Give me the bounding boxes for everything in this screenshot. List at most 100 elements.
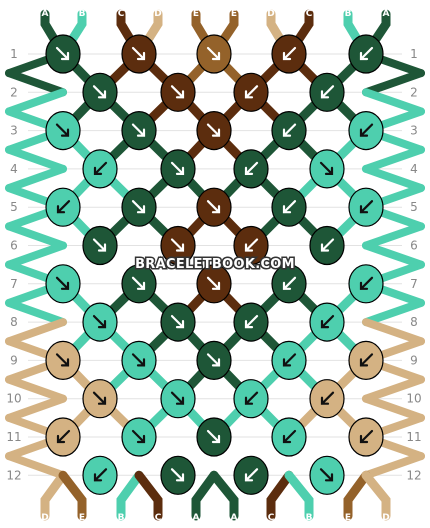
row-number-right: 8	[410, 315, 418, 329]
arrow-down-left-icon	[359, 276, 374, 290]
knot	[160, 455, 196, 495]
arrow-down-right-icon	[206, 276, 221, 290]
row-number-left: 9	[10, 353, 18, 367]
knot	[348, 34, 384, 74]
knot	[196, 417, 232, 457]
knot	[160, 149, 196, 189]
arrow-down-right-icon	[55, 276, 70, 290]
knot	[82, 72, 118, 112]
arrow-down-left-icon	[244, 391, 259, 405]
knot	[82, 455, 118, 495]
knot	[121, 34, 157, 74]
arrow-down-right-icon	[206, 353, 221, 367]
arrow-down-right-icon	[131, 353, 146, 367]
knot	[271, 340, 307, 380]
row-number-left: 2	[10, 85, 18, 99]
row-number-left: 8	[10, 315, 18, 329]
top-string-label: D	[154, 9, 161, 19]
bottom-thread	[116, 470, 144, 521]
arrow-down-left-icon	[93, 161, 108, 175]
row-number-left: 7	[10, 277, 18, 291]
top-string-label: C	[118, 9, 125, 19]
arrow-down-left-icon	[244, 238, 259, 252]
row-number-right: 9	[410, 353, 418, 367]
knot	[160, 72, 196, 112]
knot	[271, 111, 307, 151]
arrow-down-right-icon	[131, 276, 146, 290]
top-string-label: D	[267, 9, 274, 19]
arrow-down-right-icon	[319, 468, 334, 482]
bottom-thread	[209, 470, 239, 521]
row-number-left: 11	[6, 430, 21, 444]
row-number-right: 11	[406, 430, 421, 444]
arrow-down-left-icon	[320, 85, 335, 99]
arrow-down-left-icon	[282, 46, 297, 61]
arrow-down-right-icon	[170, 85, 185, 99]
edge-thread	[5, 69, 67, 97]
edge-thread	[362, 164, 425, 193]
top-string-label: B	[345, 9, 352, 19]
knot	[309, 302, 345, 342]
bottom-string-label: C	[155, 513, 162, 523]
bottom-thread	[361, 470, 391, 521]
row-number-right: 3	[410, 124, 418, 138]
knot	[121, 417, 157, 457]
edge-thread	[5, 164, 67, 193]
bottom-string-label: B	[118, 513, 125, 523]
row-number-right: 6	[410, 239, 418, 253]
edge-thread	[5, 241, 67, 269]
knot	[160, 302, 196, 342]
top-string-label: C	[306, 9, 313, 19]
arrow-down-left-icon	[56, 429, 71, 444]
knot	[160, 379, 196, 419]
arrow-down-right-icon	[92, 238, 107, 252]
arrow-down-left-icon	[320, 315, 335, 329]
row-number-left: 3	[10, 124, 18, 138]
arrow-down-right-icon	[55, 353, 70, 367]
knot	[82, 149, 118, 189]
row-number-right: 7	[410, 277, 418, 291]
arrow-down-right-icon	[206, 200, 221, 214]
arrow-down-right-icon	[206, 429, 221, 444]
knot	[196, 34, 232, 74]
row-number-left: 1	[10, 47, 18, 61]
bottom-string-label: D	[382, 513, 389, 523]
row-number-right: 2	[410, 85, 418, 99]
row-number-left: 10	[6, 392, 21, 406]
top-string-label: E	[231, 9, 237, 19]
arrow-down-right-icon	[206, 46, 221, 61]
knot	[233, 302, 269, 342]
knot	[82, 379, 118, 419]
bottom-string-label: E	[79, 513, 85, 523]
arrow-down-right-icon	[170, 161, 185, 175]
knot	[196, 340, 232, 380]
knot	[348, 111, 384, 151]
edge-thread	[362, 394, 425, 422]
knot	[121, 111, 157, 151]
knot	[233, 225, 269, 266]
arrow-down-left-icon	[282, 276, 297, 290]
knot	[45, 340, 81, 380]
bottom-string-label: A	[231, 513, 238, 523]
knot	[196, 187, 232, 227]
bottom-string-label: A	[193, 513, 200, 523]
arrow-down-left-icon	[359, 353, 374, 367]
edge-thread	[362, 375, 425, 403]
row-number-right: 1	[410, 47, 418, 61]
bottom-thread	[266, 470, 294, 521]
arrow-down-right-icon	[170, 391, 185, 405]
knot	[45, 264, 81, 304]
knot	[271, 417, 307, 457]
edge-thread	[5, 375, 67, 403]
row-number-right: 12	[406, 468, 421, 482]
bottom-string-label: D	[41, 513, 48, 523]
edge-thread	[362, 145, 425, 173]
knot	[271, 34, 307, 74]
edge-thread	[362, 318, 425, 346]
arrow-down-left-icon	[93, 468, 108, 482]
knot	[45, 34, 81, 74]
arrow-down-right-icon	[55, 123, 70, 137]
knot	[196, 111, 232, 151]
